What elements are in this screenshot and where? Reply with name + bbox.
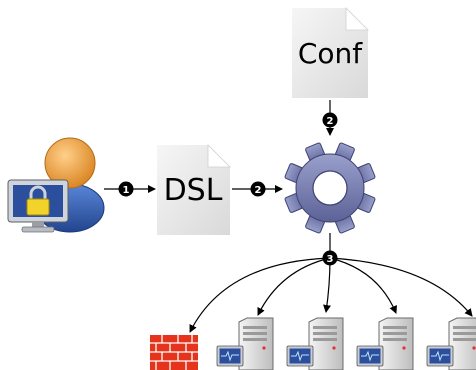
arrow-hub-to-server-4 bbox=[329, 257, 473, 317]
gear-icon bbox=[284, 142, 376, 234]
arrow-hub-to-server-2 bbox=[323, 257, 331, 313]
server-icon bbox=[426, 317, 476, 370]
svg-text:1: 1 bbox=[123, 185, 130, 196]
step-badge-1: 1 bbox=[118, 181, 134, 197]
document-icon bbox=[292, 8, 368, 98]
conf-label: Conf bbox=[298, 37, 363, 70]
svg-text:2: 2 bbox=[255, 185, 262, 196]
server-icon bbox=[286, 317, 344, 370]
step-badge-2-dsl: 2 bbox=[250, 181, 266, 197]
svg-text:2: 2 bbox=[327, 116, 334, 127]
monitor-icon bbox=[7, 179, 69, 233]
server-icon bbox=[356, 317, 414, 370]
dsl-label: DSL bbox=[164, 173, 223, 208]
svg-text:3: 3 bbox=[327, 254, 334, 265]
step-badge-2-conf: 2 bbox=[322, 112, 338, 128]
arrow-hub-to-firewall bbox=[189, 257, 331, 333]
document-icon bbox=[157, 145, 230, 235]
server-icon bbox=[216, 317, 274, 370]
firewall-icon bbox=[150, 335, 198, 370]
conf-document: Conf bbox=[292, 7, 369, 98]
dsl-document: DSL bbox=[157, 144, 231, 235]
user-with-lock-icon bbox=[7, 137, 105, 233]
arrow-hub-to-server-1 bbox=[257, 257, 331, 316]
arrow-hub-to-server-3 bbox=[329, 257, 397, 314]
lock-icon bbox=[26, 185, 50, 216]
step-badge-3: 3 bbox=[322, 250, 338, 266]
